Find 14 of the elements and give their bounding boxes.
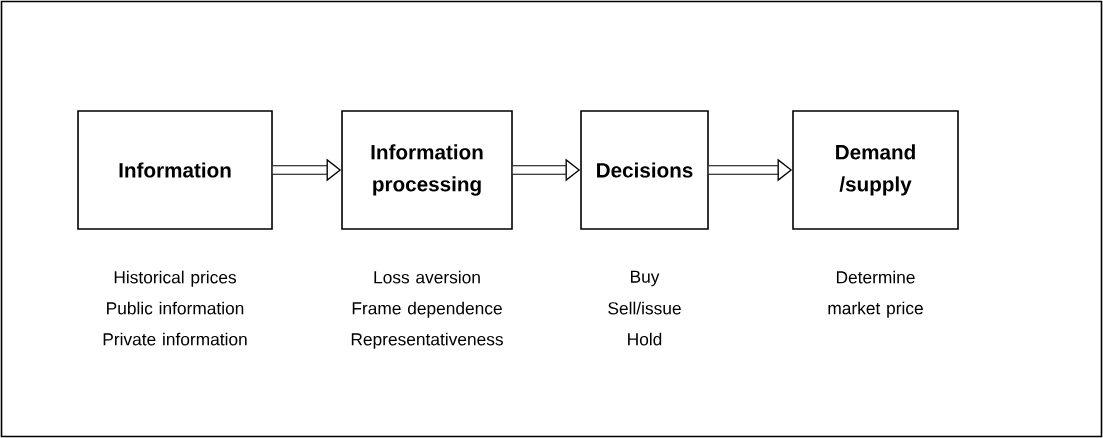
description-text: Determine market price [828,270,923,318]
process-box: Decisions [580,110,709,230]
description-text: Loss aversion [374,270,480,284]
description-text: Frame dependence [352,301,502,318]
description-text: Historical prices [114,270,236,287]
process-box: Information [77,110,273,230]
description-text: Hold [628,332,662,346]
description-text: Representativeness [351,332,503,349]
description-text: Private information [103,332,247,346]
description-text: Public information [107,301,244,315]
description-text: Sell/issue [608,301,681,315]
process-box: Demand /supply [792,110,959,230]
process-box: Information processing [341,110,513,230]
description-text: Buy [631,270,660,287]
